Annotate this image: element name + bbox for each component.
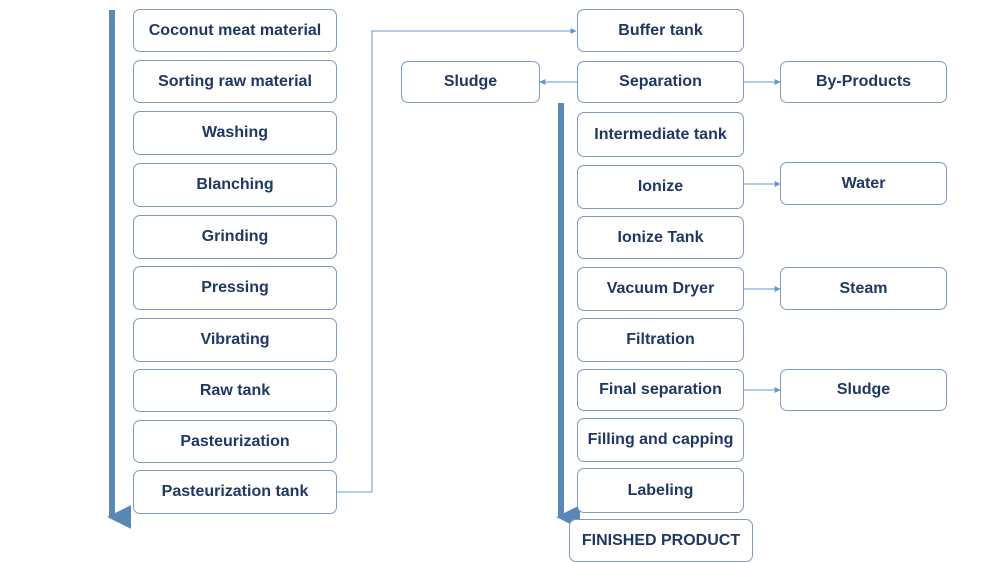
- final-separation-box: Final separation: [577, 369, 744, 411]
- raw-tank-label: Raw tank: [199, 381, 271, 399]
- labeling-label: Labeling: [627, 481, 694, 499]
- filling-and-capping-box: Filling and capping: [577, 418, 744, 462]
- buffer-tank-box: Buffer tank: [577, 9, 744, 52]
- water-label: Water: [841, 174, 886, 192]
- separation-box: Separation: [577, 61, 744, 103]
- ionize-tank-box: Ionize Tank: [577, 216, 744, 259]
- water-box: Water: [780, 162, 947, 205]
- steam-box: Steam: [780, 267, 947, 310]
- ionize-box: Ionize: [577, 165, 744, 209]
- pasteurization-label: Pasteurization: [180, 432, 290, 450]
- separation-label: Separation: [619, 73, 702, 90]
- pasteurization-tank-box: Pasteurization tank: [133, 470, 337, 514]
- ionize-tank-label: Ionize Tank: [617, 228, 704, 246]
- coconut-meat-material-label: Coconut meat material: [148, 21, 322, 39]
- sludge-bottom-box: Sludge: [780, 369, 947, 411]
- by-products-label: By-Products: [815, 73, 912, 90]
- filling-and-capping-label: Filling and capping: [587, 431, 734, 448]
- sludge-bottom-label: Sludge: [836, 381, 891, 398]
- sorting-raw-material-box: Sorting raw material: [133, 60, 337, 103]
- raw-tank-box: Raw tank: [133, 369, 337, 412]
- finished-product-label: FINISHED PRODUCT: [581, 531, 741, 549]
- steam-label: Steam: [839, 279, 888, 297]
- vacuum-dryer-label: Vacuum Dryer: [606, 280, 715, 297]
- sludge-top-label: Sludge: [443, 73, 498, 90]
- sludge-top-box: Sludge: [401, 61, 540, 103]
- filtration-label: Filtration: [626, 331, 695, 348]
- final-separation-label: Final separation: [599, 381, 722, 398]
- pasteurization-box: Pasteurization: [133, 420, 337, 463]
- blanching-label: Blanching: [196, 176, 274, 193]
- pasteurization-to-buffer-connector: [337, 28, 577, 493]
- blanching-box: Blanching: [133, 163, 337, 207]
- by-products-box: By-Products: [780, 61, 947, 103]
- ionize-label: Ionize: [637, 178, 684, 195]
- sorting-raw-material-label: Sorting raw material: [158, 72, 312, 90]
- washing-label: Washing: [201, 124, 269, 141]
- vibrating-box: Vibrating: [133, 318, 337, 362]
- intermediate-tank-label: Intermediate tank: [594, 125, 727, 143]
- pasteurization-tank-label: Pasteurization tank: [161, 483, 309, 500]
- grinding-box: Grinding: [133, 215, 337, 259]
- labeling-box: Labeling: [577, 468, 744, 513]
- washing-box: Washing: [133, 111, 337, 155]
- finished-product-box: FINISHED PRODUCT: [569, 519, 753, 562]
- grinding-label: Grinding: [201, 228, 269, 245]
- filtration-box: Filtration: [577, 318, 744, 362]
- intermediate-tank-box: Intermediate tank: [577, 112, 744, 157]
- vacuum-dryer-box: Vacuum Dryer: [577, 267, 744, 311]
- coconut-meat-material-box: Coconut meat material: [133, 9, 337, 52]
- vibrating-label: Vibrating: [200, 331, 270, 348]
- pressing-label: Pressing: [201, 279, 269, 296]
- buffer-tank-label: Buffer tank: [618, 21, 703, 39]
- pressing-box: Pressing: [133, 266, 337, 310]
